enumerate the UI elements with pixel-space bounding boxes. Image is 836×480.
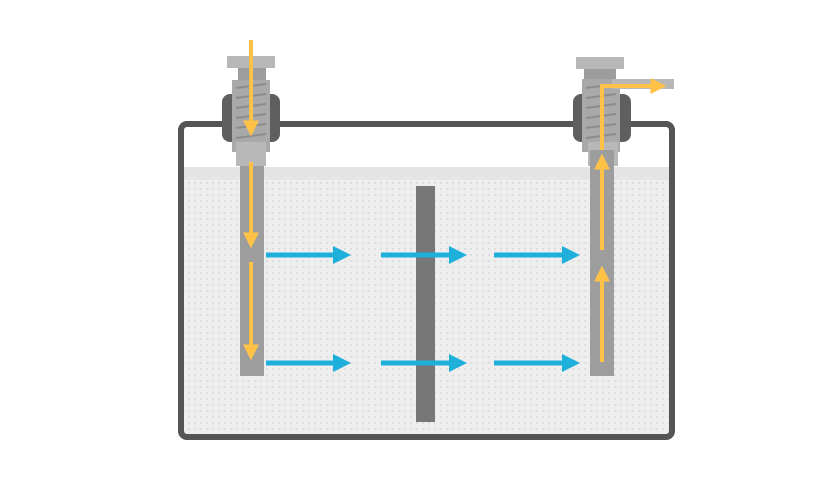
liquid-surface xyxy=(181,167,672,180)
outlet-flow-arrows xyxy=(594,78,667,362)
tank-outline xyxy=(178,121,675,440)
baffle-plate xyxy=(416,186,435,422)
outlet-arrow-exit-icon xyxy=(600,78,667,150)
cross-flow-arrows xyxy=(266,246,580,373)
outlet-fitting-icon xyxy=(573,57,674,166)
